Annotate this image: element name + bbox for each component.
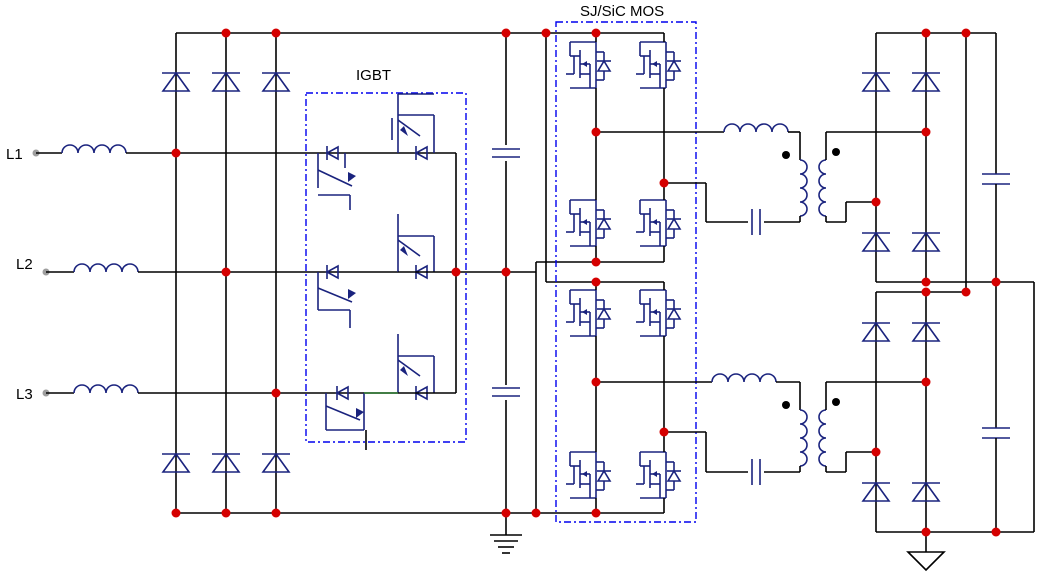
junction-dot: [501, 267, 511, 277]
junction-dot: [531, 508, 541, 518]
junction-dot: [659, 427, 669, 437]
transformer-secondary-upper: [818, 159, 827, 217]
ground-icon: [906, 551, 946, 572]
resonant-transformer-lower: [705, 373, 926, 486]
junction-dot: [591, 377, 601, 387]
input-label-l1: L1: [6, 146, 23, 163]
junction-dot: [541, 28, 551, 38]
transformer-secondary-lower: [818, 409, 827, 467]
igbt-block-outline: [305, 92, 467, 443]
input-label-l2: L2: [16, 256, 33, 273]
dc-link-capacitor-upper: [491, 148, 521, 158]
junction-dot: [501, 28, 511, 38]
mos-block-outline: [555, 21, 697, 523]
junction-dot: [921, 28, 931, 38]
junction-dot: [921, 277, 931, 287]
inductor-l3: [73, 384, 139, 394]
junction-dot: [921, 377, 931, 387]
dc-link-capacitor-lower: [491, 387, 521, 397]
resonant-capacitor-upper: [751, 208, 761, 236]
junction-dot: [871, 447, 881, 457]
junction-dots: [171, 28, 1001, 537]
inductor-l2: [73, 263, 139, 273]
mos-h-bridge-upper: [566, 33, 724, 263]
junction-dot: [591, 28, 601, 38]
igbt-block: IGBT: [305, 67, 536, 450]
junction-dot: [221, 267, 231, 277]
resonant-transformer-upper: [705, 123, 926, 236]
igbt-phase-1: [317, 93, 435, 210]
dc-link: [490, 33, 664, 554]
junction-dot: [871, 197, 881, 207]
junction-dot: [961, 287, 971, 297]
junction-dot: [591, 257, 601, 267]
output-rectifier-lower: [861, 282, 1035, 572]
junction-dot: [271, 508, 281, 518]
junction-dot: [591, 127, 601, 137]
junction-dot: [591, 277, 601, 287]
polarity-dot: [782, 151, 790, 159]
transformer-primary-upper: [799, 159, 808, 217]
junction-dot: [991, 277, 1001, 287]
transformer-primary-lower: [799, 409, 808, 467]
inductor-l1: [61, 144, 127, 154]
junction-dot: [921, 527, 931, 537]
input-section: L1 L2 L3: [6, 144, 456, 403]
input-rectifier-bridge: [161, 32, 546, 514]
junction-dot: [921, 127, 931, 137]
output-rectifier-upper: [861, 32, 1034, 292]
mos-block: SJ/SiC MOS: [536, 3, 724, 523]
junction-dot: [171, 508, 181, 518]
input-label-l3: L3: [16, 386, 33, 403]
junction-dot: [991, 527, 1001, 537]
resonant-capacitor-lower: [751, 458, 761, 486]
junction-dot: [501, 508, 511, 518]
junction-dot: [171, 148, 181, 158]
junction-dot: [591, 508, 601, 518]
polarity-dot: [782, 401, 790, 409]
igbt-phase-3: [325, 334, 435, 450]
mos-h-bridge-lower: [566, 282, 712, 513]
junction-dot: [221, 508, 231, 518]
junction-dot: [271, 388, 281, 398]
igbt-label: IGBT: [356, 67, 391, 84]
junction-dot: [921, 287, 931, 297]
polarity-dot: [832, 398, 840, 406]
igbt-phase-2: [317, 214, 435, 328]
resonant-inductor-lower: [711, 373, 777, 383]
resonant-inductor-upper: [723, 123, 789, 133]
junction-dot: [451, 267, 461, 277]
ground-icon: [490, 534, 522, 554]
junction-dot: [961, 28, 971, 38]
junction-dot: [659, 178, 669, 188]
junction-dot: [221, 28, 231, 38]
mos-label: SJ/SiC MOS: [580, 3, 664, 20]
polarity-dot: [832, 148, 840, 156]
junction-dot: [271, 28, 281, 38]
